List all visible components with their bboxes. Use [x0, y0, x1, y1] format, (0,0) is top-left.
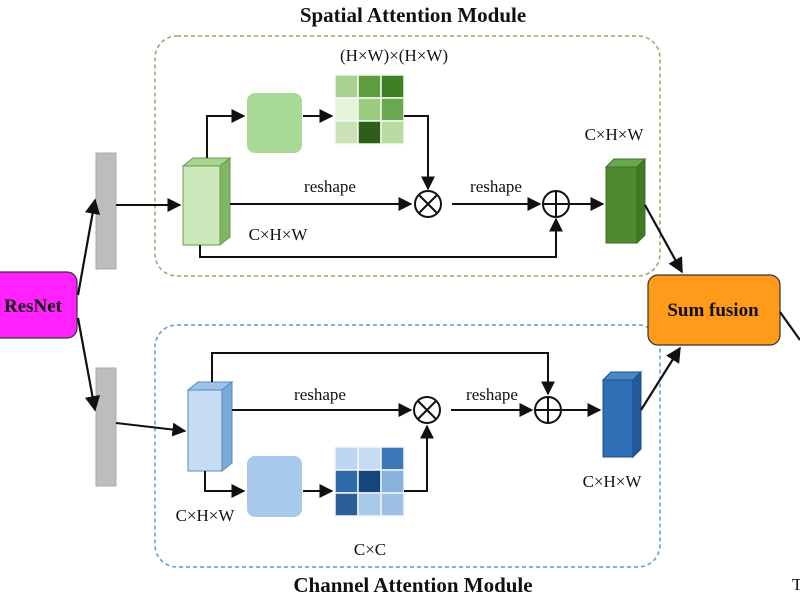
channel-reshape-label-1: reshape: [294, 385, 346, 404]
channel-matrix-label: C×C: [354, 540, 386, 559]
matrix-cell: [334, 74, 359, 99]
arrow-resnet-to-top-bar: [76, 198, 101, 296]
spatial-module-title: Spatial Attention Module: [300, 3, 526, 27]
channel-output-label: C×H×W: [583, 472, 643, 491]
matrix-cell: [380, 492, 405, 517]
arrow-bar-to-channel-feature: [115, 422, 187, 437]
spatial-conv-block: [247, 93, 302, 153]
matrix-cell: [380, 97, 405, 122]
spatial-attention-matrix: [334, 74, 405, 145]
matrix-cell: [357, 446, 382, 471]
corner-glyph: T: [792, 575, 800, 594]
channel-attention-matrix: [334, 446, 405, 517]
matrix-cell: [380, 120, 405, 145]
arrow-to-spatial-conv: [206, 109, 246, 158]
matrix-cell: [380, 469, 405, 494]
resnet-label: ResNet: [4, 296, 63, 317]
arrow-to-channel-conv: [204, 471, 246, 498]
arrow-spatial-residual: [199, 217, 563, 258]
resnet-node: [0, 271, 78, 339]
spatial-input-feature: [181, 156, 232, 247]
matrix-cell: [357, 120, 382, 145]
spatial-reshape-label-2: reshape: [470, 177, 522, 196]
channel-add-op: [534, 396, 562, 424]
channel-reshape-label-2: reshape: [466, 385, 518, 404]
arrow-channel-residual: [211, 352, 555, 396]
channel-feature-label: C×H×W: [176, 506, 236, 525]
matrix-cell: [357, 74, 382, 99]
matrix-cell: [380, 74, 405, 99]
matrix-cell: [334, 492, 359, 517]
channel-conv-block: [247, 456, 302, 517]
spatial-reshape-label-1: reshape: [304, 177, 356, 196]
matrix-cell: [357, 492, 382, 517]
matrix-cell: [334, 446, 359, 471]
arrow-spatial-matrix-to-multiply: [404, 115, 435, 191]
matrix-cell: [357, 97, 382, 122]
matrix-cell: [334, 120, 359, 145]
matrix-cell: [334, 97, 359, 122]
arrow-resnet-to-bottom-bar: [76, 317, 101, 412]
arrow-spatial-output-to-fusion: [644, 204, 683, 274]
feature-bar-bottom: [95, 367, 117, 487]
sum-fusion-node: [647, 274, 781, 346]
arrow-fusion-out: [779, 311, 800, 341]
matrix-cell: [334, 469, 359, 494]
spatial-output-feature: [604, 157, 647, 245]
arrow-channel-matrix-to-multiply: [404, 424, 434, 492]
spatial-module-frame: [154, 35, 661, 277]
channel-multiply-op: [413, 396, 441, 424]
spatial-output-label: C×H×W: [585, 125, 645, 144]
arrow-channel-output-to-fusion: [640, 346, 681, 411]
spatial-matrix-label: (H×W)×(H×W): [340, 46, 448, 65]
channel-input-feature: [186, 380, 234, 473]
spatial-feature-label: C×H×W: [249, 225, 309, 244]
channel-output-feature: [601, 370, 643, 459]
spatial-multiply-op: [414, 190, 442, 218]
matrix-cell: [380, 446, 405, 471]
channel-module-title: Channel Attention Module: [293, 573, 532, 597]
feature-bar-top: [95, 152, 117, 270]
sum-fusion-label: Sum fusion: [667, 300, 759, 321]
matrix-cell: [357, 469, 382, 494]
spatial-add-op: [542, 190, 570, 218]
